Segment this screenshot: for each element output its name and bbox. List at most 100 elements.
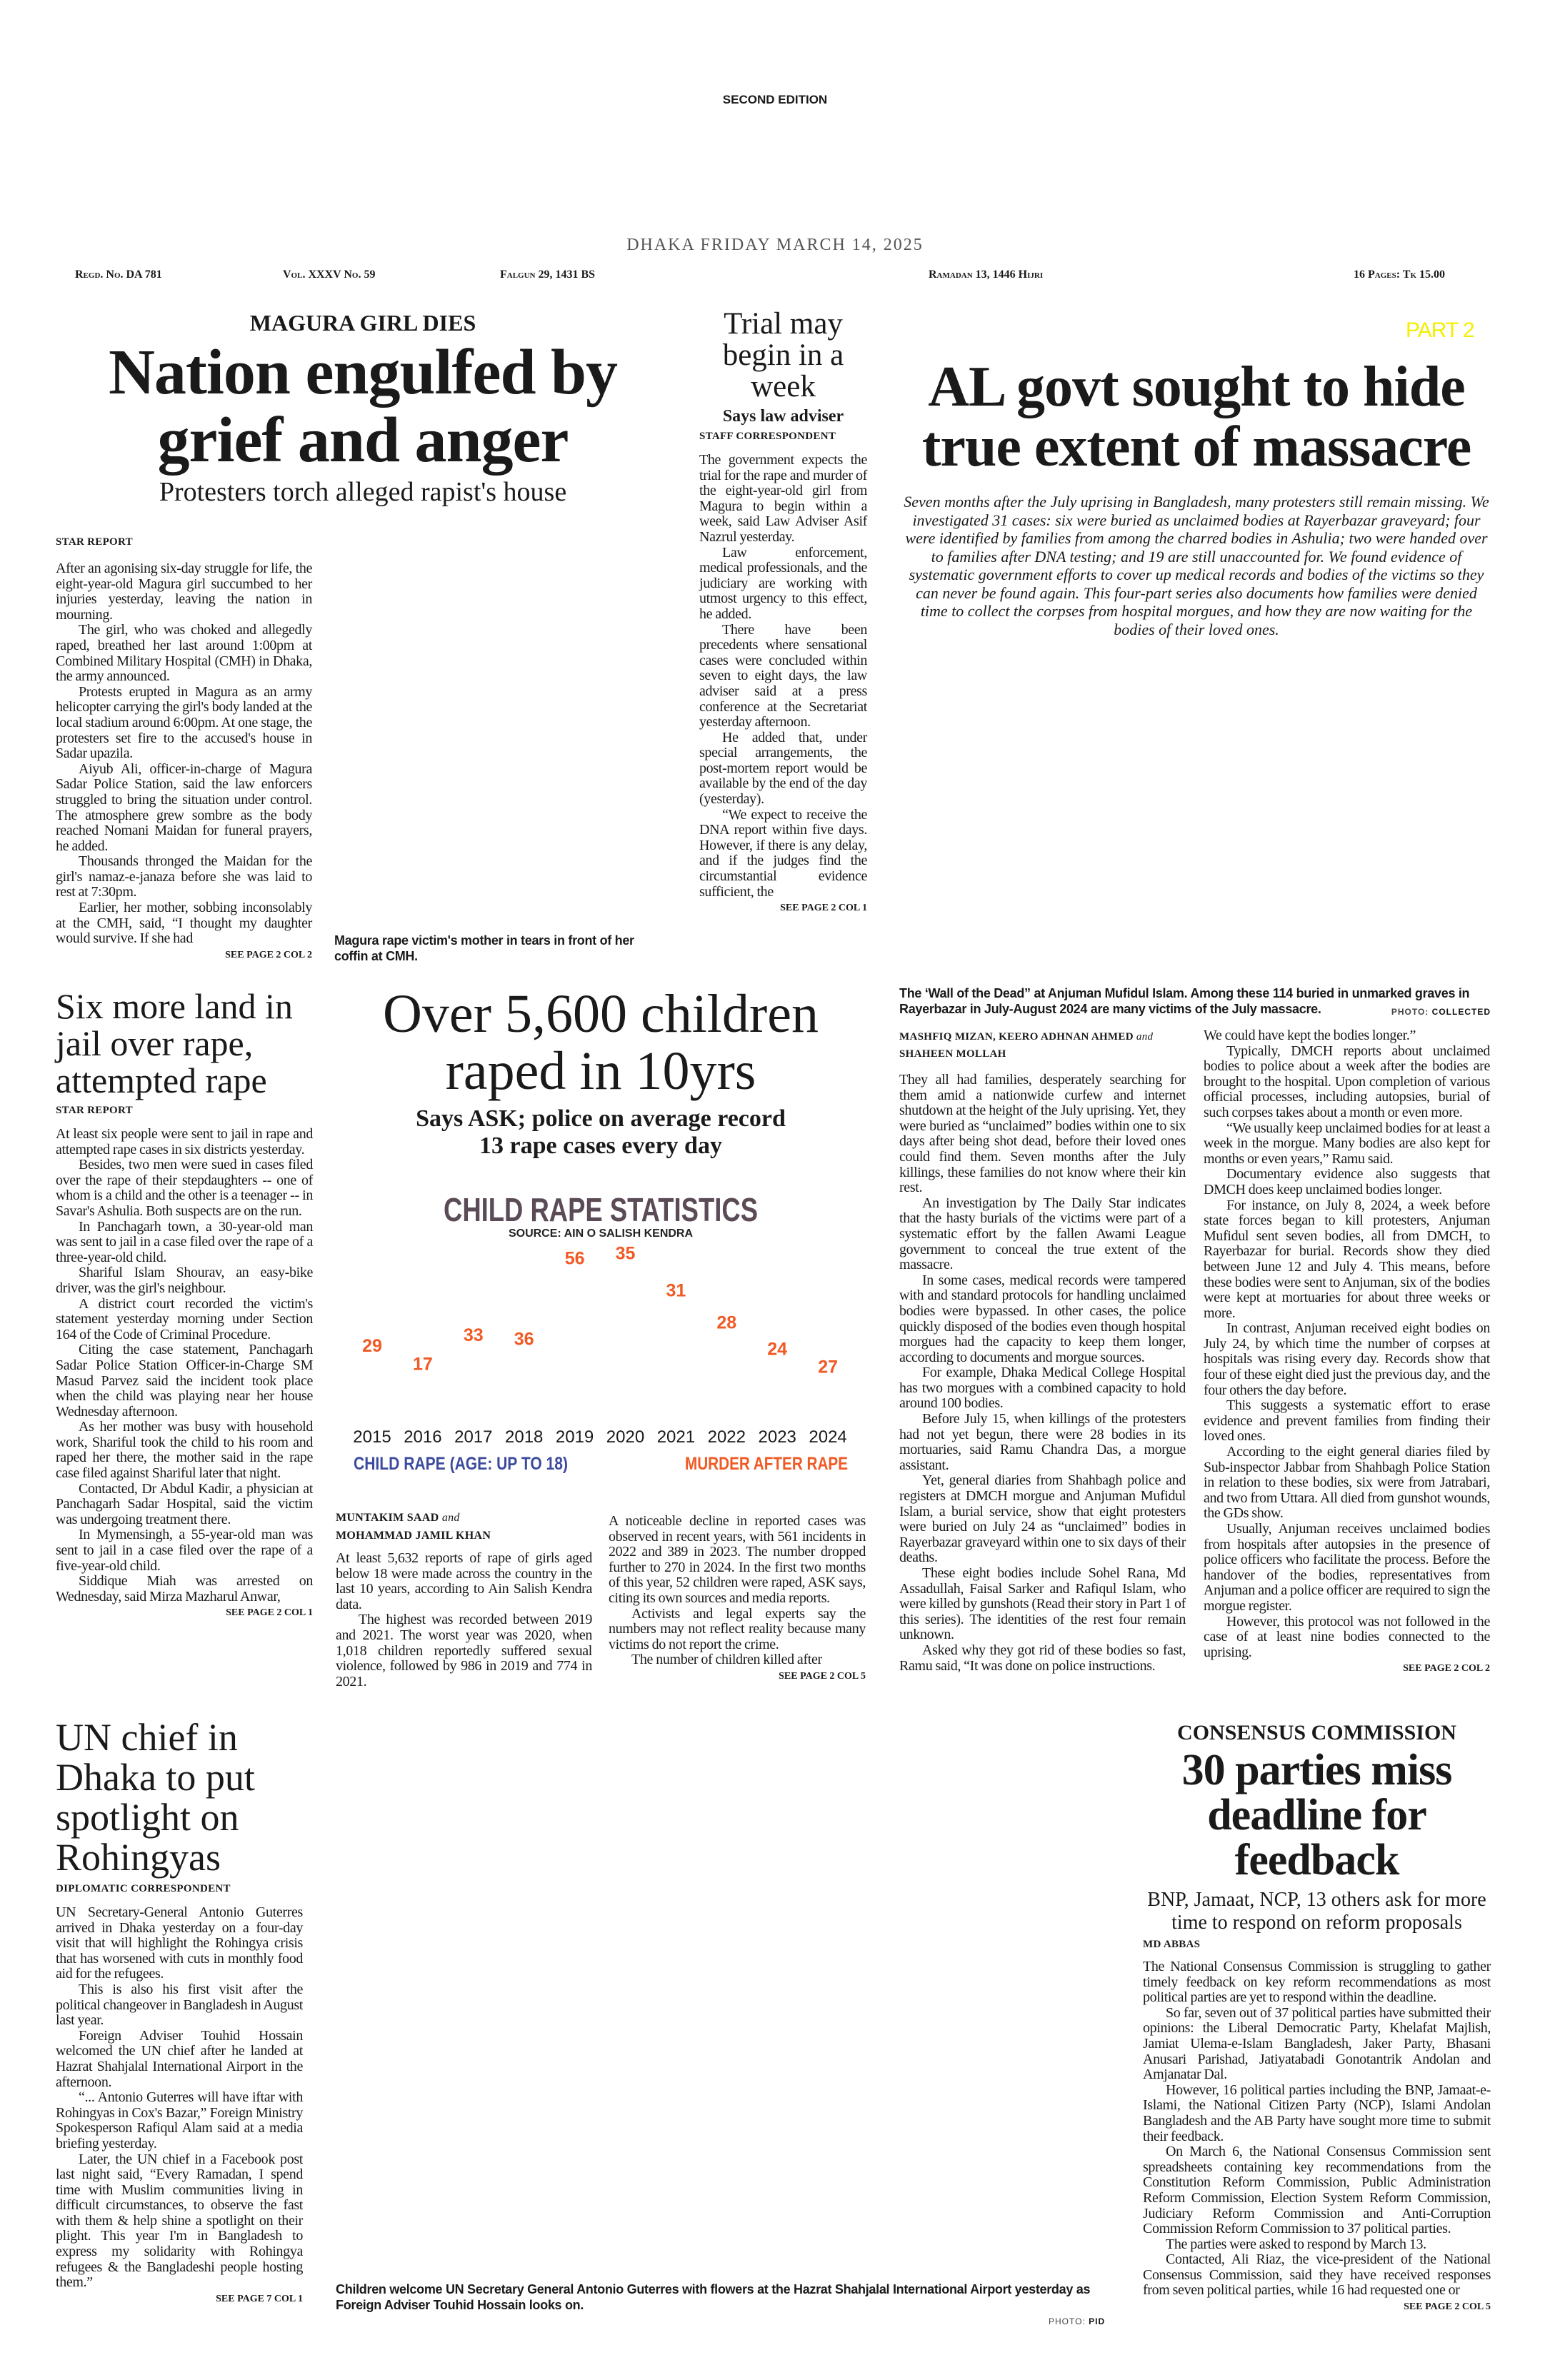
trial-see-page-link[interactable]: SEE PAGE 2 COL 1	[780, 903, 867, 914]
jail-see-page-link[interactable]: SEE PAGE 2 COL 1	[226, 1607, 313, 1619]
children-subhead: Says ASK; police on average record 13 ra…	[336, 1105, 866, 1160]
wall-of-dead-photo	[899, 643, 1491, 982]
paragraph: However, 16 political parties including …	[1143, 2082, 1491, 2144]
paragraph: Usually, Anjuman receives unclaimed bodi…	[1204, 1521, 1490, 1614]
paragraph: This suggests a systematic effort to era…	[1204, 1397, 1490, 1445]
un-photo-credit: PHOTO: PID	[1049, 2316, 1105, 2326]
massacre-headline[interactable]: AL govt sought to hide true extent of ma…	[893, 357, 1500, 477]
paragraph: According to the eight general diaries f…	[1204, 1444, 1490, 1522]
paragraph: Contacted, Dr Abdul Kadir, a physician a…	[56, 1480, 313, 1527]
children-see-page-link[interactable]: SEE PAGE 2 COL 5	[779, 1670, 866, 1682]
consensus-headline[interactable]: 30 parties miss deadline for feedback	[1181, 1746, 1453, 1884]
paragraph: Law enforcement, medical professionals, …	[699, 544, 867, 622]
consensus-subhead: BNP, Jamaat, NCP, 13 others ask for more…	[1147, 1889, 1486, 1934]
x-tick-label: 2022	[708, 1427, 746, 1447]
byline-and: and	[1136, 1031, 1154, 1043]
paragraph: There have been precedents where sensati…	[699, 621, 867, 730]
x-tick-label: 2024	[809, 1427, 846, 1447]
consensus-byline: MD ABBAS	[1143, 1939, 1201, 1950]
trial-body: The government expects the trial for the…	[699, 452, 867, 900]
jail-body: At least six people were sent to jail in…	[56, 1126, 313, 1605]
massacre-caption-text: The ‘Wall of the Dead” at Anjuman Mufidu…	[899, 986, 1470, 1016]
magura-body: After an agonising six-day struggle for …	[56, 561, 312, 947]
consensus-see-page-link[interactable]: SEE PAGE 2 COL 5	[1404, 2301, 1491, 2313]
children-subhead-line: Says ASK; police on average record	[416, 1105, 786, 1132]
paragraph: Thousands thronged the Maidan for the gi…	[56, 853, 312, 900]
child-rape-chart: CHILD RAPE STATISTICS SOURCE: AIN O SALI…	[353, 1191, 848, 1474]
series-part-tag: PART 2	[1406, 318, 1475, 342]
children-headline-line: Over 5,600 children	[383, 984, 819, 1044]
children-body-col1: At least 5,632 reports of rape of girls …	[336, 1550, 592, 1689]
magura-headline-line: Nation engulfed by	[108, 337, 618, 408]
paragraph: Aiyub Ali, officer-in-charge of Magura S…	[56, 760, 312, 854]
paragraph: The number of children killed after	[631, 1652, 822, 1668]
magura-photo-caption: Magura rape victim's mother in tears in …	[334, 933, 634, 963]
trial-subhead: Says law adviser	[722, 407, 844, 426]
paragraph: Contacted, Ali Riaz, the vice-president …	[1143, 2251, 1491, 2299]
paragraph: After an agonising six-day struggle for …	[56, 561, 312, 623]
un-headline[interactable]: UN chief in Dhaka to put spotlight on Ro…	[56, 1716, 255, 1879]
magura-byline: STAR REPORT	[56, 536, 133, 548]
paragraph: Yet, general diaries from Shahbagh polic…	[899, 1472, 1186, 1566]
magura-see-page-link[interactable]: SEE PAGE 2 COL 2	[225, 949, 312, 960]
magura-headline-line: grief and anger	[157, 404, 569, 476]
legend-murder-after-rape: MURDER AFTER RAPE	[685, 1454, 848, 1474]
consensus-kicker: CONSENSUS COMMISSION	[1177, 1721, 1456, 1744]
children-subhead-line: 13 rape cases every day	[479, 1133, 722, 1159]
paragraph: The highest was recorded between 2019 an…	[336, 1612, 592, 1689]
paragraph: Siddique Miah was arrested on Wednesday,…	[56, 1573, 313, 1605]
volume-number: Vol. XXXV No. 59	[283, 268, 376, 281]
un-byline: DIPLOMATIC CORRESPONDENT	[56, 1883, 231, 1894]
children-headline-line: raped in 10yrs	[445, 1041, 756, 1101]
paragraph: Later, the UN chief in a Facebook post l…	[56, 2151, 303, 2291]
un-column: UN chief in Dhaka to put spotlight on Ro…	[56, 1717, 303, 2305]
paragraph: As her mother was busy with household wo…	[56, 1419, 313, 1482]
paragraph: “... Antonio Guterres will have iftar wi…	[56, 2089, 303, 2151]
paragraph: However, this protocol was not followed …	[1204, 1613, 1490, 1660]
murder-after-rape-label: 27	[818, 1357, 838, 1377]
chart-title: CHILD RAPE STATISTICS	[444, 1191, 758, 1228]
byline-and: and	[441, 1512, 460, 1524]
photo-credit-source: PID	[1089, 2316, 1106, 2326]
paragraph: Earlier, her mother, sobbing inconsolabl…	[56, 900, 312, 947]
jail-column: Six more land in jail over rape, attempt…	[56, 988, 313, 1619]
paragraph: Asked why they got rid of these bodies s…	[899, 1642, 1186, 1674]
un-body: UN Secretary-General Antonio Guterres ar…	[56, 1904, 303, 2291]
edition-label: SECOND EDITION	[722, 93, 828, 106]
massacre-headline-line: AL govt sought to hide	[928, 356, 1465, 418]
paragraph: So far, seven out of 37 political partie…	[1143, 2004, 1491, 2083]
murder-after-rape-label: 56	[565, 1248, 585, 1268]
byline-names: MASHFIQ MIZAN, KEERO ADHNAN AHMED	[899, 1031, 1134, 1043]
paragraph: At least six people were sent to jail in…	[56, 1126, 313, 1158]
paragraph: The National Consensus Commission is str…	[1143, 1959, 1491, 2006]
paragraph: “We expect to receive the DNA report wit…	[699, 806, 867, 900]
un-see-page-link[interactable]: SEE PAGE 7 COL 1	[216, 2293, 303, 2304]
magura-heading-block: MAGURA GIRL DIES Nation engulfed by grie…	[56, 310, 670, 507]
massacre-column-1: MASHFIQ MIZAN, KEERO ADHNAN AHMED and SH…	[899, 1028, 1186, 1674]
pages-price: 16 Pages: Tk 15.00	[1354, 268, 1445, 281]
paragraph: An investigation by The Daily Star indic…	[899, 1195, 1186, 1273]
paragraph: UN Secretary-General Antonio Guterres ar…	[56, 1904, 303, 1982]
x-tick-label: 2016	[404, 1427, 441, 1447]
paragraph: On March 6, the National Consensus Commi…	[1143, 2144, 1491, 2237]
massacre-see-page-link[interactable]: SEE PAGE 2 COL 2	[1403, 1663, 1490, 1674]
children-column-2: A noticeable decline in reported cases w…	[609, 1513, 866, 1682]
children-headline[interactable]: Over 5,600 children raped in 10yrs	[336, 985, 866, 1100]
paragraph: They all had families, desperately searc…	[899, 1072, 1186, 1196]
un-photo-caption: Children welcome UN Secretary General An…	[336, 2282, 1091, 2312]
byline-names: MOHAMMAD JAMIL KHAN	[336, 1530, 491, 1542]
x-tick-label: 2015	[353, 1427, 391, 1447]
x-tick-label: 2021	[657, 1427, 695, 1447]
magura-kicker: MAGURA GIRL DIES	[249, 310, 476, 336]
trial-headline[interactable]: Trial may begin in a week	[722, 307, 844, 403]
murder-after-rape-label: 17	[413, 1354, 433, 1374]
magura-headline[interactable]: Nation engulfed by grief and anger	[56, 337, 670, 476]
trial-column: Trial may begin in a week Says law advis…	[699, 308, 867, 914]
massacre-body-col1: They all had families, desperately searc…	[899, 1072, 1186, 1674]
jail-headline[interactable]: Six more land in jail over rape, attempt…	[56, 986, 293, 1100]
paragraph: At least 5,632 reports of rape of girls …	[336, 1550, 592, 1612]
paragraph: Documentary evidence also suggests that …	[1204, 1166, 1490, 1197]
byline-names: SHAHEEN MOLLAH	[899, 1048, 1006, 1060]
un-chief-photo	[336, 1728, 1107, 2278]
chart-source: SOURCE: AIN O SALISH KENDRA	[509, 1227, 694, 1240]
